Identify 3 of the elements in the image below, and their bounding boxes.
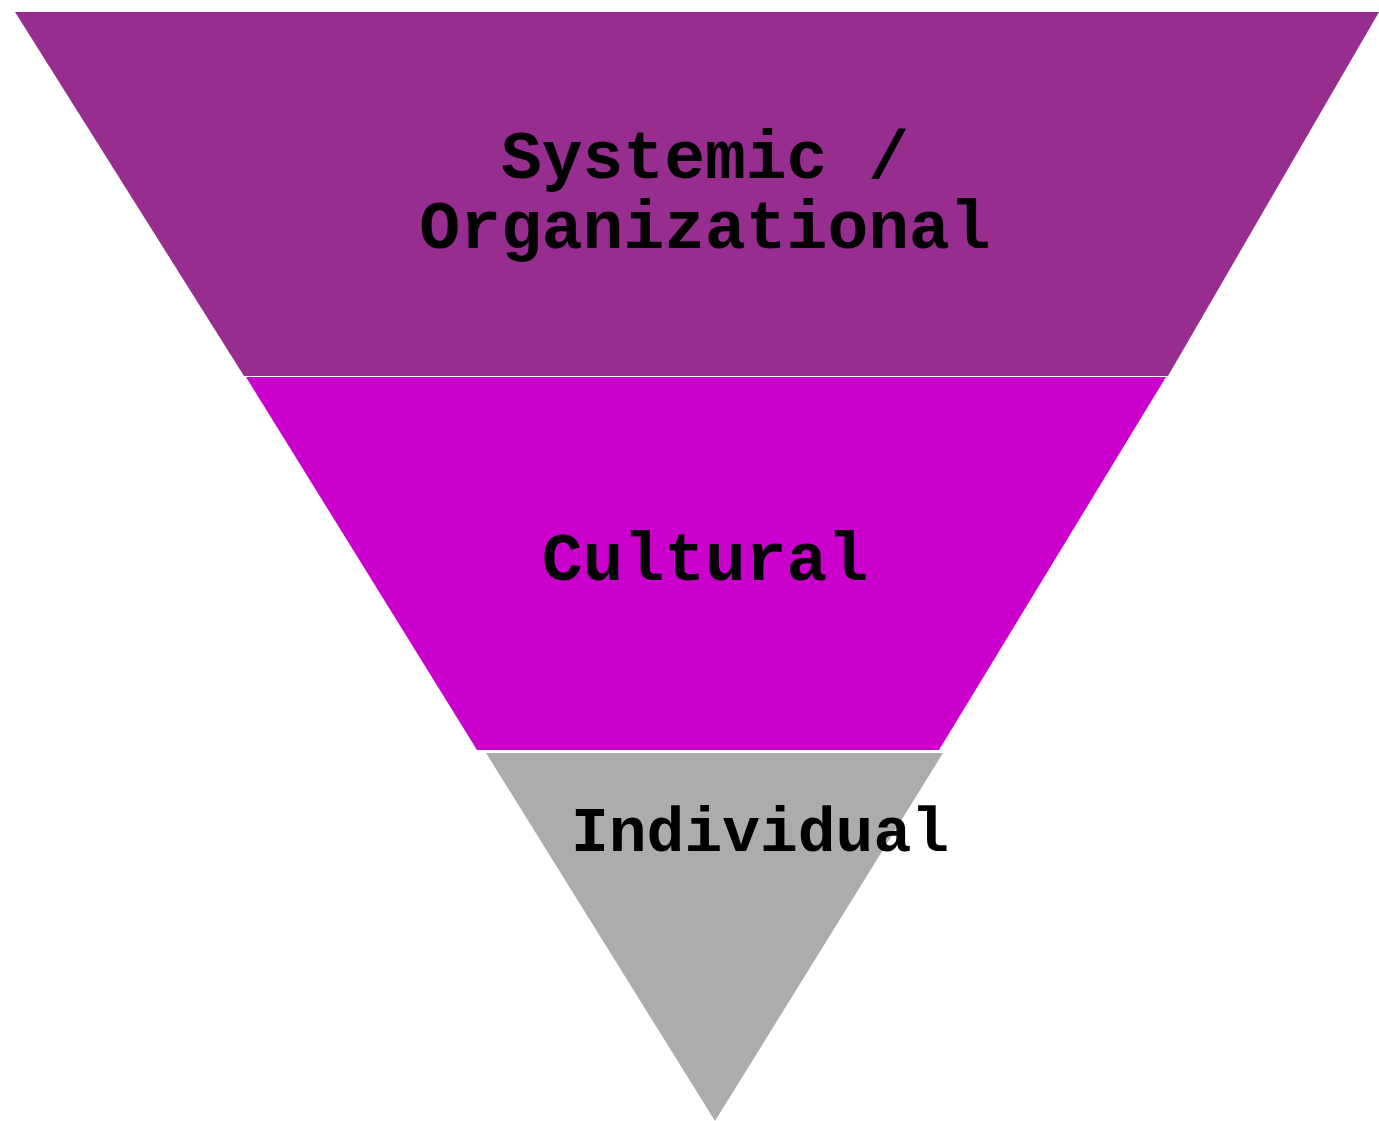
band-label: Cultural: [540, 527, 870, 597]
band-label: Systemic / Organizational: [418, 125, 992, 265]
band-label: Individual: [569, 800, 951, 870]
